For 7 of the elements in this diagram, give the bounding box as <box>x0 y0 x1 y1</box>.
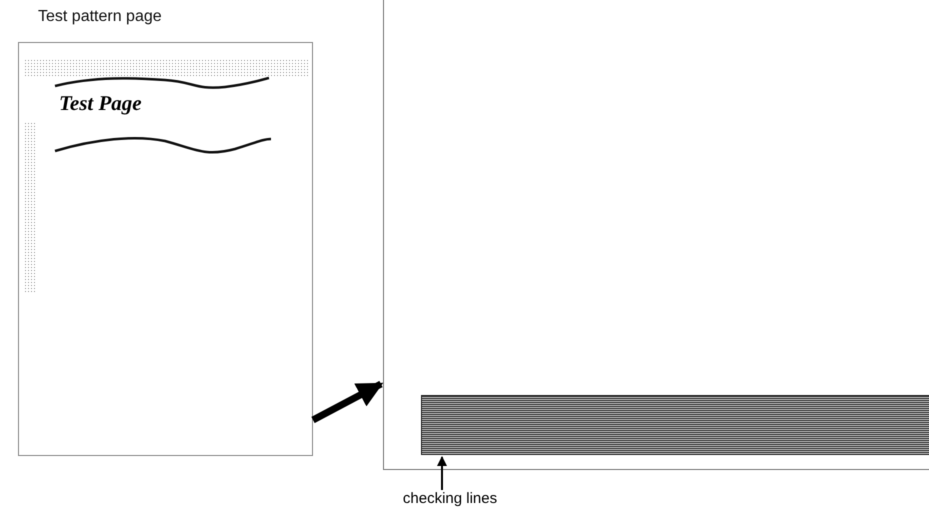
checking-lines-band <box>421 395 929 455</box>
leader-arrow <box>437 456 447 490</box>
enlarged-view-frame <box>383 0 929 470</box>
page-title: Test Page <box>59 91 142 116</box>
heading: Test pattern page <box>38 8 162 26</box>
checking-lines-label: checking lines <box>402 490 498 507</box>
arrow <box>311 380 384 424</box>
